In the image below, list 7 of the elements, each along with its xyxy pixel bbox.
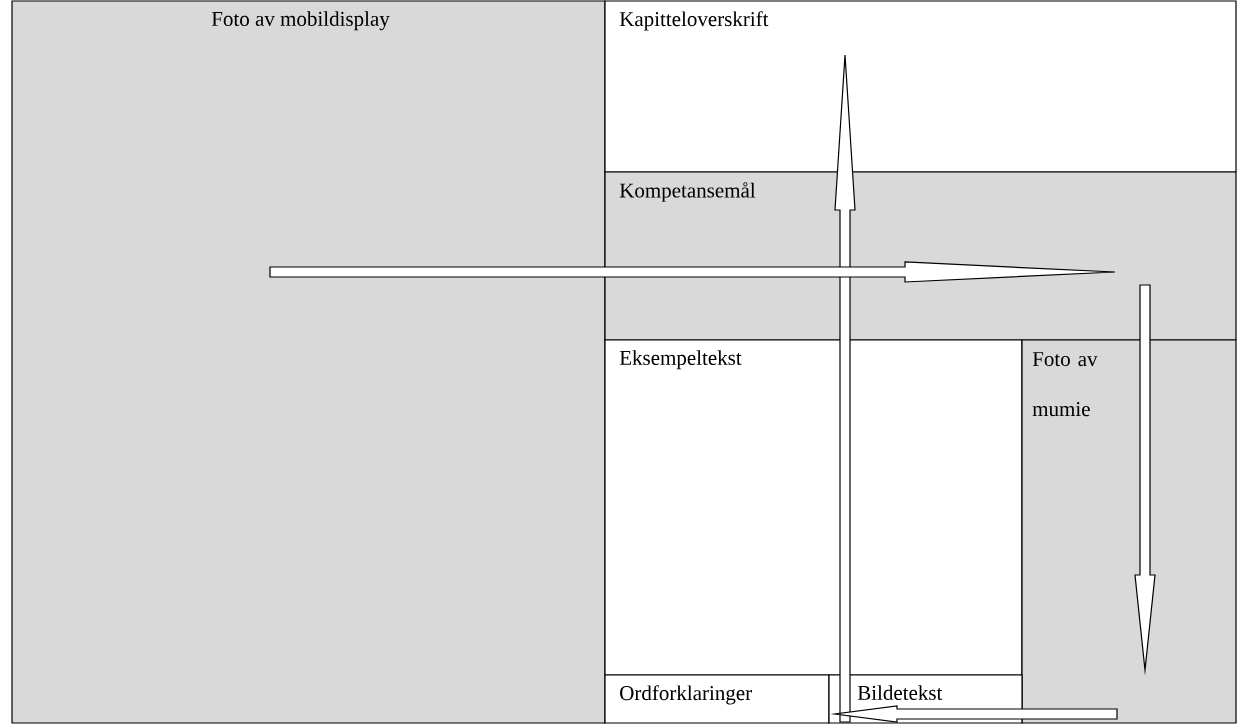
layout-box: Ordforklaringer bbox=[604, 674, 830, 724]
layout-box: Kapitteloverskrift bbox=[604, 0, 1237, 173]
block-arrow bbox=[269, 261, 1116, 283]
layout-box: Foto av mobildisplay bbox=[11, 0, 606, 724]
layout-box: Foto av mumie bbox=[1021, 339, 1237, 724]
block-arrow bbox=[834, 54, 856, 723]
layout-box: Kompetansemål bbox=[604, 171, 1237, 341]
